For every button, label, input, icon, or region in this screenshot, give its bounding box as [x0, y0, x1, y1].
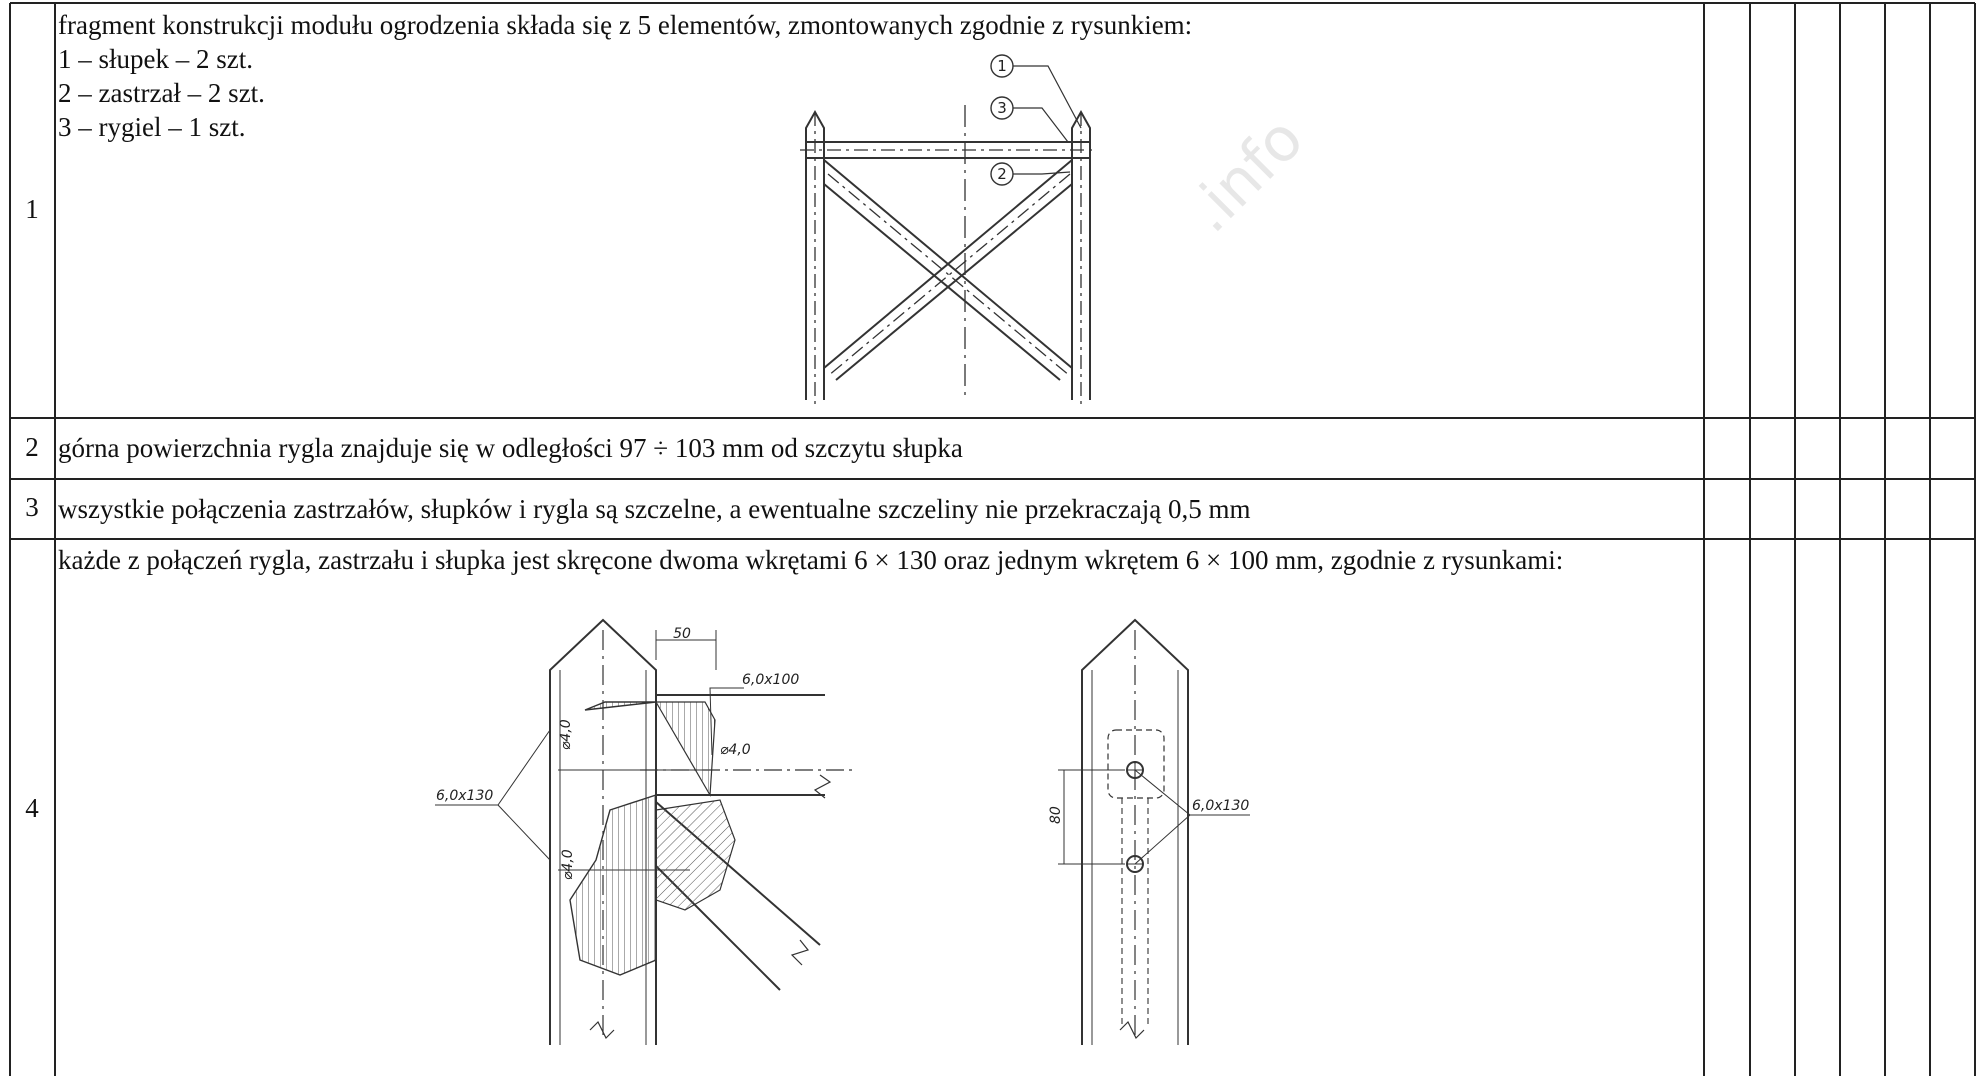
dim-80: 80 — [1048, 806, 1064, 824]
label-hole-bottom: ⌀4,0 — [560, 849, 576, 880]
balloon-2-label: 2 — [997, 165, 1007, 183]
balloon-1-label: 1 — [997, 57, 1007, 75]
label-screw-100: 6,0x100 — [742, 672, 799, 688]
row-number-4: 4 — [25, 793, 39, 823]
row-4-text: każde z połączeń rygla, zastrzału i słup… — [58, 545, 1564, 575]
balloon-2 — [990, 162, 1014, 186]
label-screw-130: 6,0x130 — [436, 788, 493, 804]
row-number-1: 1 — [25, 194, 39, 224]
dim-50: 50 — [673, 626, 691, 642]
label-hole-right: ⌀4,0 — [720, 742, 751, 758]
row-2-text: górna powierzchnia rygla znajduje się w … — [58, 433, 963, 463]
row-1-text: fragment konstrukcji modułu ogrodzenia s… — [58, 10, 1193, 40]
row-number-3: 3 — [25, 492, 39, 522]
balloon-1 — [990, 54, 1014, 78]
joint-detail-drawing: 50 6,0x100 ⌀4,0 ⌀4,0 ⌀4,0 6,0x130 — [435, 618, 855, 1045]
label-side-screw-130: 6,0x130 — [1192, 798, 1249, 814]
row-number-2: 2 — [25, 432, 39, 462]
row-1-item-2: 2 – zastrzał – 2 szt. — [58, 78, 265, 108]
balloon-3-label: 3 — [997, 99, 1007, 117]
row-3-text: wszystkie połączenia zastrzałów, słupków… — [58, 494, 1251, 524]
label-hole-top: ⌀4,0 — [558, 719, 574, 750]
fence-module-drawing: 1 3 2 — [800, 54, 1096, 405]
row-1-item-3: 3 – rygiel – 1 szt. — [58, 112, 246, 142]
side-view-drawing: 80 6,0x130 — [1048, 618, 1250, 1045]
row-1-item-1: 1 – słupek – 2 szt. — [58, 44, 253, 74]
balloon-3 — [990, 96, 1014, 120]
